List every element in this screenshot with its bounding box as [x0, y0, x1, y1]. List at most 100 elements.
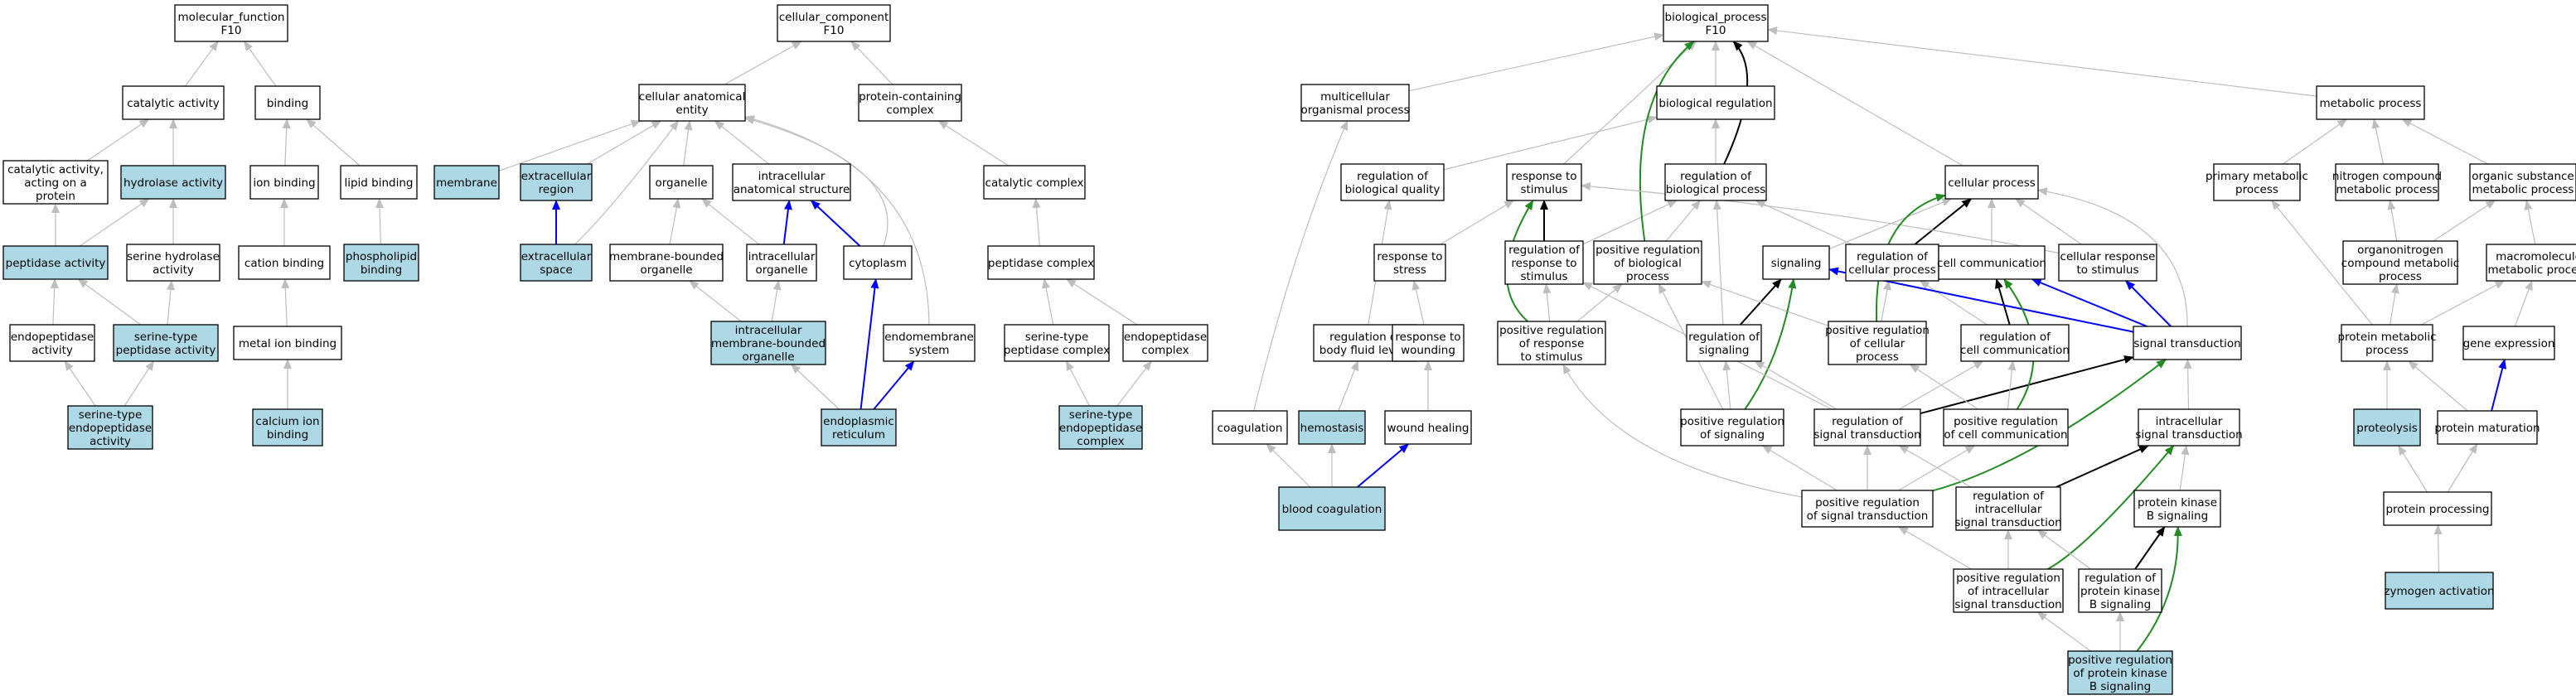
- node-hydrolase[interactable]: hydrolase activity: [120, 165, 226, 200]
- node-label-posregresp-line-2: to stimulus: [1521, 350, 1583, 364]
- node-metab[interactable]: metabolic process: [2316, 85, 2425, 120]
- node-box-membrane: [433, 165, 500, 200]
- node-box-regsig: [1686, 324, 1762, 362]
- node-geneexp[interactable]: gene expression: [2462, 326, 2555, 360]
- node-lipidbind[interactable]: lipid binding: [340, 165, 418, 200]
- edge-posregpkb-to-posregintsig: [2036, 611, 2091, 652]
- node-catcomplex[interactable]: catalytic complex: [983, 165, 1086, 200]
- node-cellproc[interactable]: cellular process: [1944, 165, 2039, 200]
- node-peptidase[interactable]: peptidase activity: [2, 245, 109, 280]
- node-cationbind[interactable]: cation binding: [238, 245, 331, 280]
- node-protmat[interactable]: protein maturation: [2434, 410, 2540, 445]
- node-label-protproc-line-0: protein processing: [2385, 503, 2489, 516]
- edge-intsig-to-sigtrans: [2183, 359, 2192, 410]
- node-label-serpepcx-line-1: peptidase complex: [1004, 344, 1110, 357]
- node-hemo[interactable]: hemostasis: [1298, 410, 1366, 445]
- node-signaling[interactable]: signaling: [1762, 245, 1830, 280]
- node-sigtrans[interactable]: signal transduction: [2133, 326, 2242, 360]
- node-ionbind[interactable]: ion binding: [249, 165, 319, 200]
- node-binding[interactable]: binding: [254, 85, 321, 120]
- node-box-mf: [174, 4, 288, 42]
- node-label-extreg-line-1: region: [539, 183, 574, 196]
- node-box-sigtrans: [2133, 326, 2242, 360]
- node-label-nitro-line-1: metabolic process: [2336, 183, 2438, 196]
- node-label-regsig-line-0: regulation of: [1688, 331, 1760, 344]
- node-label-endomem-line-0: endomembrane: [884, 331, 974, 344]
- node-membrane[interactable]: membrane: [433, 165, 500, 200]
- node-cat[interactable]: catalytic activity: [122, 85, 225, 120]
- node-protproc[interactable]: protein processing: [2383, 491, 2492, 526]
- node-box-protmat: [2437, 410, 2538, 445]
- node-metalion[interactable]: metal ion binding: [233, 326, 342, 360]
- edge-posregst-to-posregsig: [1761, 445, 1838, 491]
- node-coag[interactable]: coagulation: [1212, 410, 1288, 445]
- node-cytoplasm[interactable]: cytoplasm: [843, 245, 913, 280]
- node-zymogen[interactable]: zymogen activation: [2384, 572, 2495, 610]
- edge-mbo-to-organelle: [669, 198, 681, 245]
- node-bloodcoag[interactable]: blood coagulation: [1278, 486, 1386, 531]
- node-label-primet-line-0: primary metabolic: [2206, 170, 2308, 183]
- node-proteolysis[interactable]: proteolysis: [2353, 408, 2421, 447]
- edge-hemo-to-regbfl: [1338, 360, 1359, 412]
- node-pepcomplex[interactable]: peptidase complex: [987, 245, 1095, 280]
- node-bioreg[interactable]: biological regulation: [1656, 85, 1775, 120]
- node-organelle[interactable]: organelle: [649, 165, 714, 200]
- node-cellcomm[interactable]: cell communication: [1937, 245, 2046, 280]
- node-woundheal[interactable]: wound healing: [1384, 410, 1472, 445]
- node-label-protmet-line-0: protein metabolic: [2337, 331, 2436, 344]
